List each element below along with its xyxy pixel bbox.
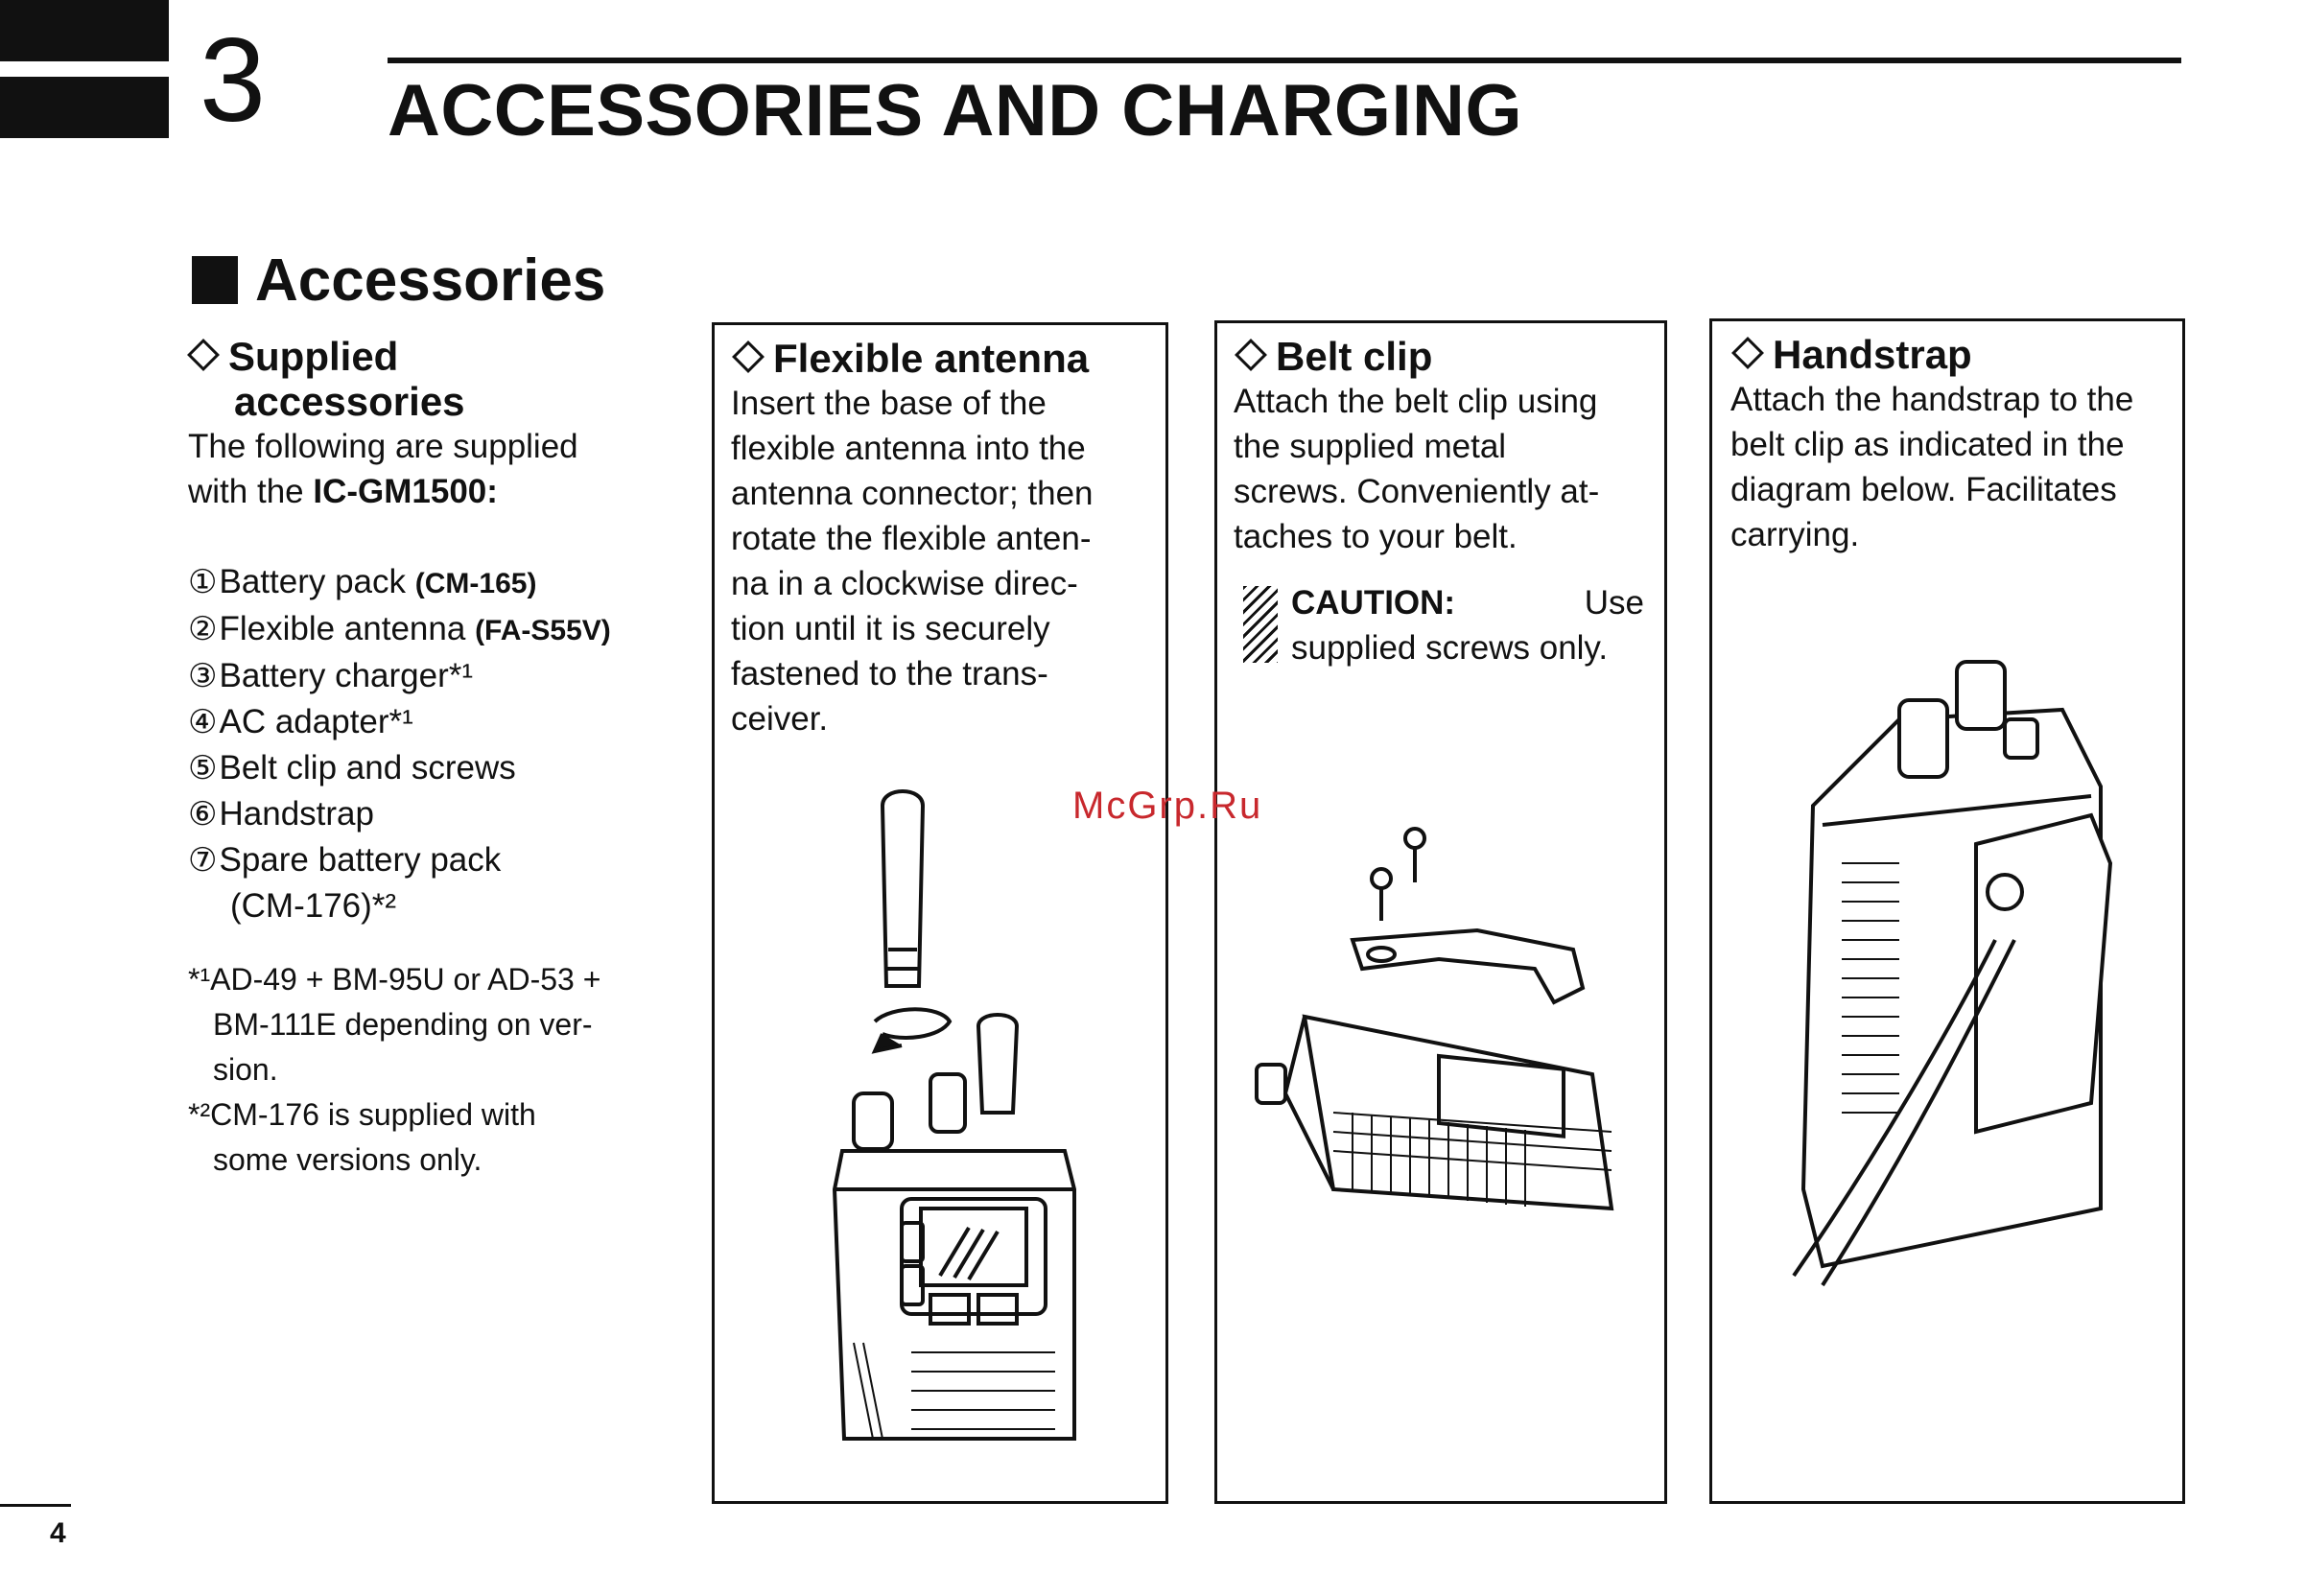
footnote-1-line3: sion. (213, 1052, 278, 1087)
handstrap-heading-label: Handstrap (1773, 332, 1972, 377)
antenna-line: fastened to the trans- (731, 655, 1048, 692)
page-number: 4 (50, 1517, 66, 1549)
list-item: ②Flexible antenna (FA-S55V) (188, 606, 668, 653)
diamond-icon (1235, 339, 1267, 371)
watermark-text: McGrp.Ru (1072, 785, 1263, 827)
chapter-number: 3 (200, 14, 266, 147)
beltclip-line: the supplied metal (1234, 428, 1507, 465)
handstrap-line: diagram below. Facilitates (1730, 471, 2117, 508)
item-number: ② (188, 611, 218, 647)
handstrap-line: belt clip as indicated in the (1730, 426, 2125, 463)
belt-clip-illustration (1255, 827, 1614, 1211)
footnotes: *¹AD-49 + BM-95U or AD-53 + BM-111E depe… (188, 957, 668, 1183)
antenna-text: Flexible antenna Insert the base of the … (731, 336, 1145, 741)
item-code: (FA-S55V) (475, 615, 611, 646)
antenna-illustration (832, 789, 1076, 1441)
supplied-intro-prefix: with the (188, 473, 314, 510)
handstrap-text: Handstrap Attach the handstrap to the be… (1730, 332, 2162, 557)
section-heading: Accessories (192, 251, 605, 311)
item-label: (CM-176)*² (230, 887, 397, 925)
list-item: ⑦Spare battery pack (188, 837, 668, 883)
caution-note: CAUTION: Use supplied screws only. (1234, 580, 1644, 670)
item-label: Belt clip and screws (219, 749, 516, 786)
supplied-intro-line1: The following are supplied (188, 428, 578, 465)
handstrap-line: carrying. (1730, 516, 1860, 553)
item-label: Spare battery pack (219, 841, 502, 879)
accessory-list: ①Battery pack (CM-165) ②Flexible antenna… (188, 559, 668, 928)
item-number: ⑦ (188, 842, 218, 879)
antenna-line: na in a clockwise direc- (731, 565, 1078, 602)
supplied-heading-line2: accessories (234, 379, 465, 424)
antenna-line: tion until it is securely (731, 610, 1050, 647)
list-item-continuation: (CM-176)*² (188, 883, 668, 928)
list-item: ①Battery pack (CM-165) (188, 559, 668, 606)
list-item: ⑥Handstrap (188, 791, 668, 837)
chapter-title-rule (388, 58, 2181, 63)
caution-line2: supplied screws only. (1291, 629, 1609, 667)
caution-label: CAUTION: (1291, 584, 1456, 622)
section-square-icon (192, 256, 238, 304)
section-title: Accessories (255, 247, 606, 314)
item-label: AC adapter*¹ (219, 703, 413, 740)
page-number-rule (0, 1504, 71, 1507)
footnote-2-line1: *²CM-176 is supplied with (188, 1097, 536, 1132)
handstrap-illustration (1792, 660, 2113, 1287)
antenna-line: ceiver. (731, 700, 829, 738)
antenna-line: flexible antenna into the (731, 430, 1086, 467)
item-number: ① (188, 564, 218, 600)
caution-hatch-icon (1243, 586, 1278, 663)
caution-word: Use (1584, 584, 1644, 622)
item-number: ⑥ (188, 796, 218, 833)
list-item: ③Battery charger*¹ (188, 653, 668, 699)
supplied-heading: Supplied accessories (187, 334, 668, 424)
chapter-title: ACCESSORIES AND CHARGING (388, 70, 1523, 152)
antenna-heading-label: Flexible antenna (773, 336, 1090, 381)
chapter-tab-bar-top (0, 0, 169, 61)
footnote-2-line2: some versions only. (213, 1142, 482, 1177)
list-item: ⑤Belt clip and screws (188, 745, 668, 791)
item-code: (CM-165) (414, 568, 537, 599)
supplied-intro-line2: with the IC-GM1500: (188, 469, 668, 514)
beltclip-text: Belt clip Attach the belt clip using the… (1234, 334, 1644, 670)
item-label: Battery charger*¹ (219, 657, 474, 694)
beltclip-heading-label: Belt clip (1276, 334, 1433, 379)
footnote-1-line2: BM-111E depending on ver- (213, 1007, 593, 1042)
list-item: ④AC adapter*¹ (188, 699, 668, 745)
antenna-line: Insert the base of the (731, 385, 1047, 422)
diamond-icon (187, 339, 220, 371)
chapter-tab-bar-bottom (0, 77, 169, 138)
beltclip-line: taches to your belt. (1234, 518, 1518, 555)
diamond-icon (1731, 337, 1764, 369)
item-label: Handstrap (219, 795, 374, 833)
item-number: ④ (188, 704, 218, 740)
handstrap-line: Attach the handstrap to the (1730, 381, 2134, 418)
panel-flexible-antenna (712, 322, 1168, 1504)
supplied-heading-line1: Supplied (228, 334, 399, 379)
handstrap-heading: Handstrap (1730, 332, 2162, 377)
item-label: Battery pack (219, 563, 415, 600)
item-number: ⑤ (188, 750, 218, 786)
supplied-accessories: Supplied accessories The following are s… (187, 334, 668, 1183)
footnote-1-line1: *¹AD-49 + BM-95U or AD-53 + (188, 962, 601, 997)
model-name: IC-GM1500: (313, 473, 498, 510)
antenna-line: antenna connector; then (731, 475, 1094, 512)
antenna-heading: Flexible antenna (731, 336, 1145, 381)
caution-line1: CAUTION: Use (1291, 580, 1644, 625)
antenna-line: rotate the flexible anten- (731, 520, 1092, 557)
panel-handstrap (1709, 318, 2185, 1504)
beltclip-line: Attach the belt clip using (1234, 383, 1598, 420)
diamond-icon (732, 340, 765, 373)
item-number: ③ (188, 658, 218, 694)
item-label: Flexible antenna (219, 610, 476, 647)
panel-belt-clip (1214, 320, 1667, 1504)
beltclip-heading: Belt clip (1234, 334, 1644, 379)
beltclip-line: screws. Conveniently at- (1234, 473, 1600, 510)
